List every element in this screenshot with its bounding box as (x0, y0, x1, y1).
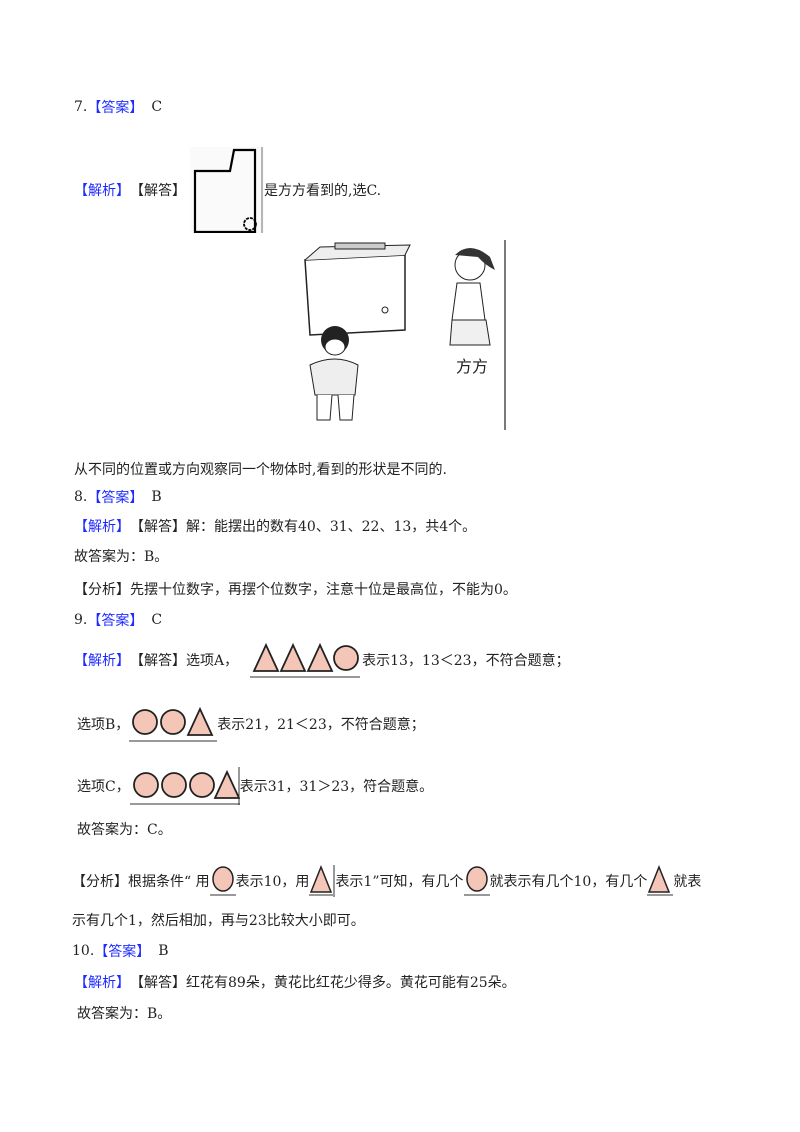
option-c-label: 选项C， (77, 779, 130, 795)
analysis-tag: 【解析】 (74, 975, 130, 991)
question-number: 8. (74, 489, 88, 505)
solve-tag: 【解答】 (130, 975, 186, 991)
solve-tag: 【解答】 (130, 183, 186, 199)
q8-answer-line: 8.【答案】 B (74, 486, 162, 508)
q9-fenxi-line-2: 示有几个1，然后相加，再与23比较大小即可。 (72, 913, 365, 929)
q9-option-b-line: 选项B， 表示21，21＜23，不符合题意； (77, 704, 425, 744)
answer-value: C (151, 99, 163, 115)
fenxi-text: 表示1”可知，有几个 (335, 874, 464, 890)
answer-tag: 【答案】 (87, 100, 144, 116)
answer-value: C (151, 612, 163, 628)
triangle-icon (309, 865, 335, 897)
answer-tag: 【答案】 (94, 944, 151, 960)
fenxi-text: 表示10，用 (235, 874, 310, 890)
q10-conclusion: 故答案为：B。 (77, 1006, 172, 1022)
q10-solution-line: 【解析】【解答】 红花有89朵，黄花比红花少得多。黄花可能有25朵。 (74, 971, 516, 993)
fenxi-tag: 【分析】 (74, 582, 130, 598)
circle-icon (463, 866, 490, 896)
answer-value: B (158, 943, 169, 959)
option-a-text: 表示13，13＜23，不符合题意； (362, 653, 570, 669)
q9-answer-line: 9.【答案】 C (74, 609, 162, 631)
question-number: 9. (74, 612, 88, 628)
option-a-label: 选项A， (186, 653, 239, 669)
question-number: 10. (72, 943, 95, 959)
question-number: 7. (74, 99, 88, 115)
washing-machine-boy-girl-image (304, 240, 506, 430)
observation-illustration: 方方 (300, 235, 510, 435)
q7-solution-line: 【解析】【解答】 是方方看到的,选C. (74, 147, 382, 233)
fenxi-text: 就表 (673, 874, 702, 890)
circle-icon (209, 866, 236, 896)
q8-solution-line: 【解析】【解答】解：能摆出的数有40、31、22、13，共4个。 (74, 515, 476, 537)
analysis-tag: 【解析】 (74, 653, 130, 669)
q8-fenxi-line: 【分析】先摆十位数字，再摆个位数字，注意十位是最高位，不能为0。 (74, 578, 517, 600)
solve-tag: 【解答】 (130, 519, 186, 535)
solve-text: 解：能摆出的数有40、31、22、13，共4个。 (186, 519, 477, 535)
shapes-circle-circle-triangle (129, 706, 218, 742)
q7-note: 从不同的位置或方向观察同一个物体时,看到的形状是不同的. (74, 462, 447, 478)
solve-tag: 【解答】 (130, 653, 186, 669)
answer-tag: 【答案】 (87, 490, 144, 506)
analysis-tag: 【解析】 (74, 183, 130, 199)
shapes-triangle-triangle-triangle-circle (250, 642, 361, 678)
q9-option-a-line: 【解析】【解答】选项A， 表示13，13＜23，不符合题意； (74, 640, 570, 680)
fenxi-text: 根据条件“ 用 (128, 874, 210, 890)
answer-tag: 【答案】 (87, 613, 144, 629)
solve-text: 是方方看到的,选C. (264, 183, 382, 199)
shapes-circle-circle-circle-triangle (129, 767, 240, 805)
fenxi-text: 就表示有几个10，有几个 (489, 874, 648, 890)
triangle-icon (647, 865, 674, 896)
q9-fenxi-line: 【分析】根据条件“ 用 表示10，用 表示1”可知，有几个 就表示有几个10，有… (72, 864, 701, 898)
figure-label: 方方 (456, 357, 489, 376)
q10-answer-line: 10.【答案】 B (72, 940, 169, 962)
front-view-figure (190, 147, 264, 233)
option-b-label: 选项B， (77, 717, 130, 733)
analysis-tag: 【解析】 (74, 519, 130, 535)
q9-conclusion: 故答案为：C。 (77, 822, 172, 838)
solve-text: 红花有89朵，黄花比红花少得多。黄花可能有25朵。 (186, 975, 516, 991)
fenxi-tag: 【分析】 (72, 874, 128, 890)
q7-answer-line: 7.【答案】 C (74, 96, 162, 118)
q8-conclusion: 故答案为：B。 (74, 549, 169, 565)
answer-value: B (151, 489, 162, 505)
option-b-text: 表示21，21＜23，不符合题意； (217, 717, 425, 733)
fenxi-text: 先摆十位数字，再摆个位数字，注意十位是最高位，不能为0。 (130, 582, 517, 598)
q9-option-c-line: 选项C， 表示31，31＞23，符合题意。 (77, 766, 433, 806)
option-c-text: 表示31，31＞23，符合题意。 (239, 779, 434, 795)
